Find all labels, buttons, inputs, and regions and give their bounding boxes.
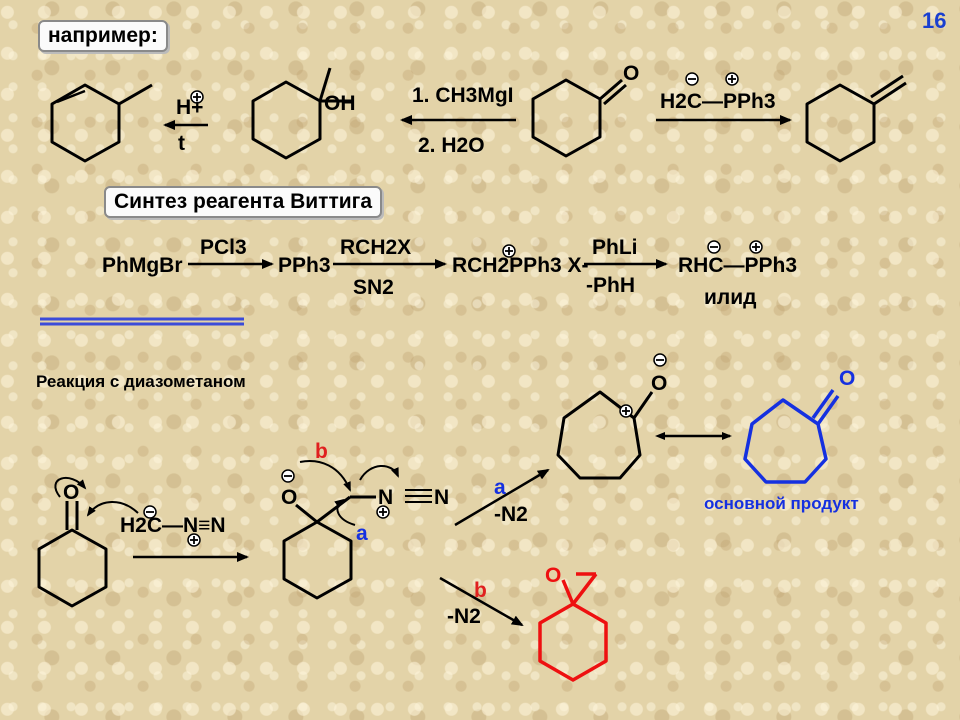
curved-arrow-carbonyl [54,477,87,498]
path-a-arrow [454,468,550,527]
path-b-arrow [439,576,524,627]
carbonyl-oxygen-label-bottom: O [63,481,79,504]
cyclohexanone-structure-bottom [37,501,108,608]
alkoxide-oxygen-label: O [281,486,297,509]
curved-arrow-a [334,498,356,526]
hydroxyl-label: OH [324,92,356,115]
path-a-label: a [494,476,506,499]
cyclohexanone-structure-top [531,78,627,158]
sn2-label: SN2 [353,276,394,299]
page-number: 16 [922,8,947,33]
diazonium-nitrogen-label: N [378,486,393,509]
curved-arrow-a-label: a [356,522,368,545]
phli-label: PhLi [592,236,638,259]
spiro-epoxide-structure [538,572,608,682]
acid-catalyst-label: H+ [176,96,203,119]
cation-oxide-label: O [651,372,667,395]
methylenecyclohexane-structure [805,74,907,163]
minus-phh-label: -PhH [586,274,635,297]
section-divider [40,317,244,326]
phosphonium-salt-label: RCH2PPh3 X- [452,254,589,277]
minus-n2-label-a: -N2 [494,503,528,526]
methylcyclohexanol-structure [251,67,352,160]
phmgbr-label: PhMgBr [102,254,183,277]
pph3-label: PPh3 [278,254,331,277]
ylide-formula-label: RHC—PPh3 [678,254,797,277]
ylide-label: илид [704,286,757,309]
carbonyl-oxygen-label: O [623,62,639,85]
grignard-reagent-label: 1. CH3MgI [412,84,514,107]
wittig-ylide-label: H2C—PPh3 [660,90,776,113]
minus-n2-label-b: -N2 [447,605,481,628]
cycloheptanone-structure [743,388,840,484]
cycloheptanone-oxygen-label: O [839,367,855,390]
path-b-label: b [474,579,487,602]
example-label: например: [38,20,168,52]
curved-arrow-b-label: b [315,440,328,463]
hydrolysis-label: 2. H2O [418,134,485,157]
diazomethane-label: H2C—N≡N [120,514,226,537]
wittig-heading: Синтез реагента Виттига [104,186,383,218]
main-product-label: основной продукт [704,494,859,513]
terminal-nitrogen-label: N [434,486,449,509]
alkyl-halide-label: RCH2X [340,236,411,259]
heat-label: t [178,132,185,155]
curved-arrow-n2 [359,465,399,481]
methylcyclohexene-structure [50,83,153,163]
curved-arrow-nucleophile [86,501,139,517]
epoxide-oxygen-label: O [545,564,561,587]
pcl3-label: PCl3 [200,236,247,259]
cycloheptyl-cation-structure [556,390,654,480]
curved-arrow-b [299,460,351,492]
diazo-heading: Реакция с диазометаном [36,372,246,391]
